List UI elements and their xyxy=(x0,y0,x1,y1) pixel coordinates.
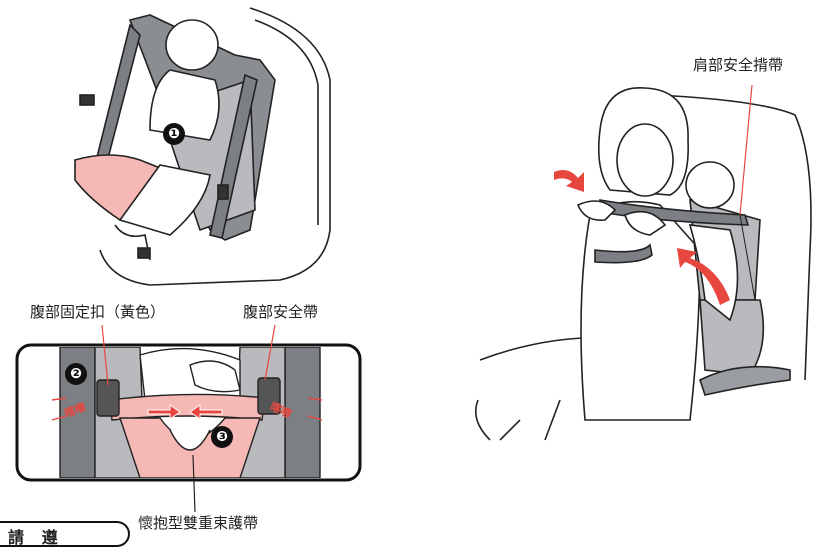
belt-detail-box xyxy=(15,324,362,513)
step-3-badge: ❸ xyxy=(211,426,233,448)
notice-tab-text: 請 遵 xyxy=(8,528,64,547)
top-left-illustration xyxy=(74,7,331,286)
step-1-text: ❶ xyxy=(168,126,180,142)
abdominal-buckle-label: 腹部固定扣（黃色） xyxy=(30,303,166,321)
red-arrow-icon xyxy=(554,170,730,305)
abdominal-belt-label: 腹部安全帶 xyxy=(243,303,319,321)
illustration xyxy=(15,7,812,513)
step-2-text: ❷ xyxy=(70,366,82,382)
notice-tab: 請 遵 xyxy=(0,521,130,547)
harness-label: 懷抱型雙重束護帶 xyxy=(138,514,259,532)
step-2-badge: ❷ xyxy=(65,363,87,385)
right-illustration xyxy=(474,87,812,441)
shoulder-strap-label: 肩部安全揹帶 xyxy=(693,56,784,74)
step-3-text: ❸ xyxy=(216,429,228,445)
step-1-badge: ❶ xyxy=(163,123,185,145)
